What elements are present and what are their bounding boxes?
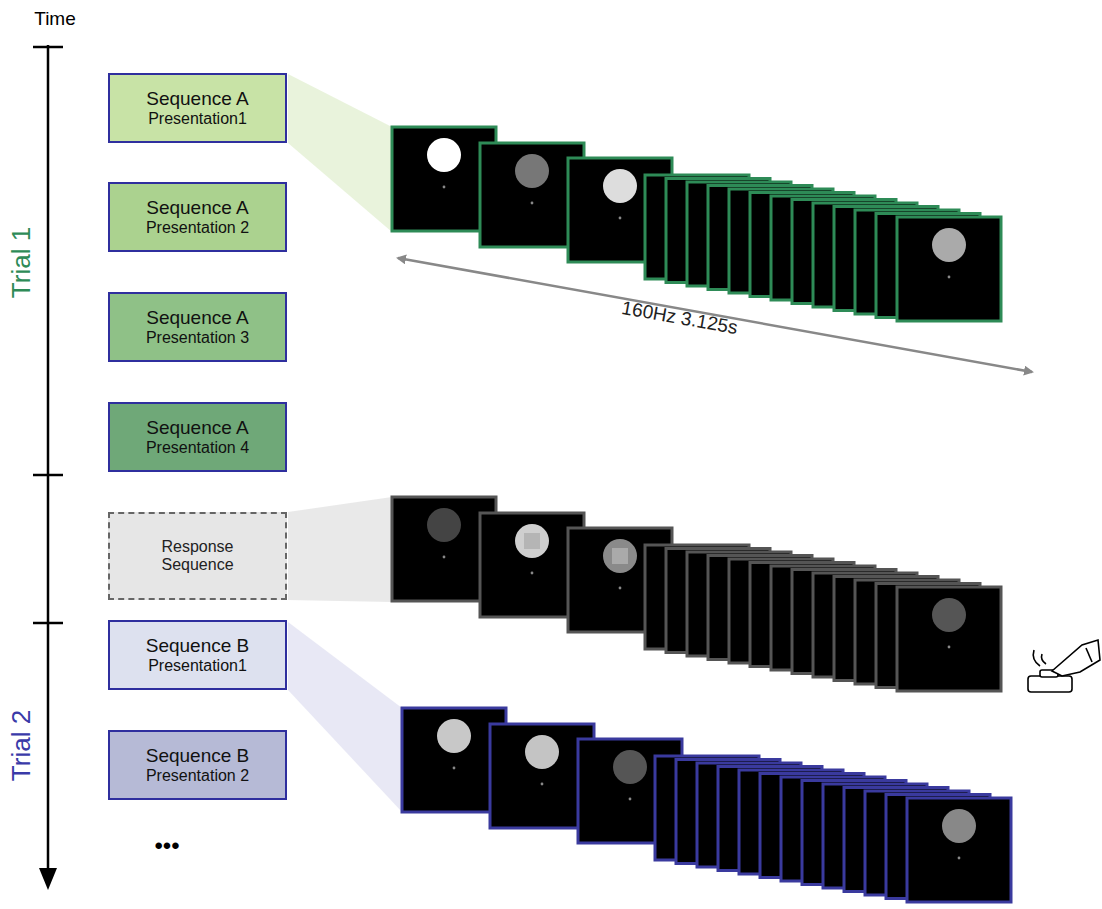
disc-stimulus (427, 508, 461, 542)
axis-arrowhead (39, 868, 57, 890)
disc-stimulus (932, 598, 966, 632)
square-probe (524, 533, 540, 549)
box-subtext: Presentation1 (148, 110, 247, 128)
disc-stimulus (525, 735, 559, 769)
fixation-dot (453, 767, 456, 770)
sequence-box: Sequence APresentation 3 (108, 292, 287, 362)
box-heading: Sequence B (146, 635, 250, 657)
zoom-wedge (288, 622, 402, 812)
button-press-icon (1028, 640, 1100, 692)
disc-stimulus (603, 169, 637, 203)
zoom-wedge (288, 497, 392, 602)
sequence-box: Sequence APresentation1 (108, 73, 287, 143)
fixation-dot (541, 783, 544, 786)
box-heading: Sequence B (146, 745, 250, 767)
trial-label: Trial 2 (7, 709, 38, 780)
fixation-dot (531, 572, 534, 575)
box-heading: Sequence A (146, 307, 248, 329)
axis-tick (33, 46, 63, 49)
disc-stimulus (427, 138, 461, 172)
box-subtext: Presentation 2 (146, 767, 249, 785)
time-axis (47, 45, 50, 872)
duration-label: 160Hz 3.125s (620, 297, 739, 339)
zoom-wedge (288, 74, 392, 232)
disc-stimulus (437, 719, 471, 753)
axis-tick (33, 622, 63, 625)
fixation-dot (443, 556, 446, 559)
disc-stimulus (942, 809, 976, 843)
disc-stimulus (603, 539, 637, 573)
box-subtext: Response Sequence (143, 538, 253, 575)
box-heading: Sequence A (146, 88, 248, 110)
axis-tick (33, 474, 63, 477)
sequence-box: Sequence BPresentation 2 (108, 730, 287, 800)
axis-title: Time (34, 8, 76, 30)
trial-label: Trial 1 (7, 226, 38, 297)
frame-border (907, 798, 1011, 902)
frame-border (897, 217, 1001, 321)
square-probe (612, 548, 628, 564)
disc-stimulus (515, 524, 549, 558)
fixation-dot (619, 587, 622, 590)
fixation-dot (958, 857, 961, 860)
box-subtext: Presentation 3 (146, 329, 249, 347)
fixation-dot (619, 217, 622, 220)
stimulus-frame (907, 798, 1011, 902)
disc-stimulus (932, 228, 966, 262)
disc-stimulus (515, 154, 549, 188)
sequence-box: Response Sequence (108, 512, 287, 600)
duration-arrow (398, 258, 1032, 372)
sequence-box: Sequence BPresentation1 (108, 620, 287, 690)
disc-stimulus (613, 750, 647, 784)
fixation-dot (629, 798, 632, 801)
frame-border (897, 587, 1001, 691)
box-subtext: Presentation 4 (146, 439, 249, 457)
sequence-box: Sequence APresentation 4 (108, 402, 287, 472)
box-subtext: Presentation1 (148, 657, 247, 675)
fixation-dot (948, 276, 951, 279)
sequence-box: Sequence APresentation 2 (108, 182, 287, 252)
fixation-dot (531, 202, 534, 205)
box-heading: Sequence A (146, 197, 248, 219)
box-subtext: Presentation 2 (146, 219, 249, 237)
fixation-dot (948, 646, 951, 649)
ellipsis: ••• (154, 832, 179, 860)
stimulus-frame (897, 217, 1001, 321)
fixation-dot (443, 186, 446, 189)
box-heading: Sequence A (146, 417, 248, 439)
stimulus-frame (897, 587, 1001, 691)
